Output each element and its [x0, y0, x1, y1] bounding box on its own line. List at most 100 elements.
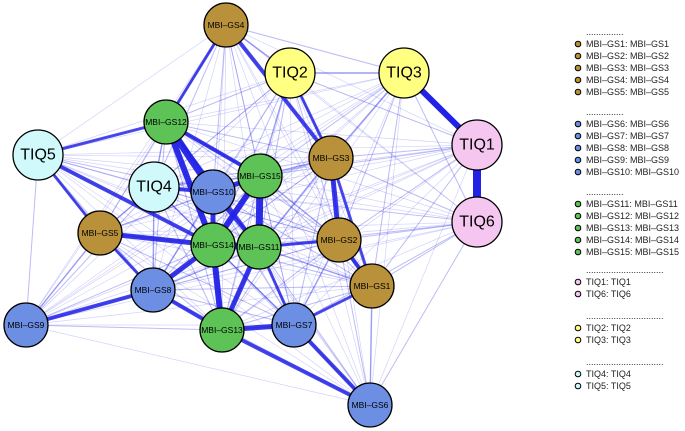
edge-MBI-GS6-MBI-GS10	[212, 191, 371, 406]
edge-MBI-GS5-MBI-GS7	[99, 232, 295, 326]
edge-MBI-GS6-TIQ5	[37, 154, 371, 406]
legend-dot	[574, 120, 582, 128]
node-circle	[128, 161, 180, 213]
node-circle	[347, 382, 393, 428]
legend: ...............MBI–GS1: MBI–GS1MBI–GS2: …	[574, 27, 679, 391]
node-label: MBI–GS6	[352, 400, 389, 410]
edge-MBI-GS10-TIQ5	[37, 154, 214, 193]
legend-dot	[574, 212, 582, 220]
node-label: TIQ4	[136, 179, 172, 196]
legend-item-label: MBI–GS5: MBI–GS5	[586, 87, 669, 97]
node-label: TIQ2	[272, 65, 308, 82]
legend-item-label: MBI–GS3: MBI–GS3	[586, 63, 669, 73]
node-label: MBI–GS2	[321, 235, 358, 245]
node-mbi-gs10: MBI–GS10	[190, 169, 236, 215]
node-label: MBI–GS4	[208, 20, 245, 30]
edge-MBI-GS9-MBI-GS10	[25, 191, 214, 326]
node-mbi-gs13: MBI–GS13	[199, 307, 245, 353]
node-mbi-gs7: MBI–GS7	[271, 302, 317, 348]
node-mbi-gs4: MBI–GS4	[203, 2, 249, 48]
edge-MBI-GS4-TIQ5	[37, 24, 227, 156]
edge-MBI-GS2-TIQ1	[338, 144, 478, 241]
legend-item-label: TIQ1: TIQ1	[586, 277, 631, 287]
edge-MBI-GS12-MBI-GS13	[165, 121, 223, 331]
legend-heading: ...............	[586, 187, 624, 197]
node-mbi-gs12: MBI–GS12	[143, 99, 189, 145]
legend-item-label: MBI–GS6: MBI–GS6	[586, 119, 669, 129]
legend-group: ...............MBI–GS1: MBI–GS1MBI–GS2: …	[574, 27, 669, 97]
legend-heading: ...............................	[586, 265, 664, 275]
edge-MBI-GS7-TIQ2	[289, 72, 295, 326]
legend-item-label: TIQ2: TIQ2	[586, 323, 631, 333]
node-label: TIQ5	[20, 147, 56, 164]
node-layer: MBI–GS1MBI–GS2MBI–GS3MBI–GS4MBI–GS5MBI–G…	[3, 2, 503, 428]
legend-dot	[574, 144, 582, 152]
legend-dot	[574, 64, 582, 72]
node-label: MBI–GS12	[145, 117, 187, 127]
node-label: MBI–GS1	[354, 281, 391, 291]
legend-item-label: TIQ6: TIQ6	[586, 289, 631, 299]
node-mbi-gs1: MBI–GS1	[349, 263, 395, 309]
legend-dot	[574, 236, 582, 244]
edge-MBI-GS1-MBI-GS15	[259, 175, 373, 287]
edge-MBI-GS2-MBI-GS13	[221, 239, 340, 331]
legend-item-label: MBI–GS15: MBI–GS15	[586, 247, 679, 257]
edge-MBI-GS4-MBI-GS6	[225, 24, 371, 406]
edge-MBI-GS1-MBI-GS5	[99, 232, 373, 287]
node-label: MBI–GS15	[239, 171, 281, 181]
node-mbi-gs6: MBI–GS6	[347, 382, 393, 428]
edge-MBI-GS13-TIQ4	[153, 186, 223, 331]
edge-MBI-GS1-MBI-GS9	[25, 285, 373, 326]
edge-MBI-GS13-TIQ6	[221, 221, 478, 331]
legend-item-label: MBI–GS9: MBI–GS9	[586, 155, 669, 165]
legend-item-label: MBI–GS2: MBI–GS2	[586, 51, 669, 61]
node-mbi-gs14: MBI–GS14	[190, 222, 236, 268]
edge-MBI-GS9-MBI-GS14	[25, 244, 214, 326]
node-label: TIQ3	[386, 65, 422, 82]
legend-dot	[574, 52, 582, 60]
legend-heading: ...............	[586, 107, 624, 117]
legend-item-label: MBI–GS8: MBI–GS8	[586, 143, 669, 153]
legend-item-label: MBI–GS12: MBI–GS12	[586, 211, 679, 221]
node-label: MBI–GS14	[192, 240, 234, 250]
edge-MBI-GS2-MBI-GS4	[225, 24, 340, 241]
node-tiq2: TIQ2	[264, 47, 316, 99]
node-circle	[264, 47, 316, 99]
legend-group: ............................... TIQ1: TIQ…	[574, 265, 664, 299]
edge-MBI-GS4-TIQ4	[153, 24, 227, 188]
edge-MBI-GS7-TIQ1	[293, 144, 478, 326]
edge-TIQ2-TIQ6	[289, 72, 478, 223]
legend-dot	[574, 224, 582, 232]
edge-MBI-GS3-TIQ6	[330, 157, 478, 223]
node-mbi-gs11: MBI–GS11	[236, 224, 282, 270]
node-label: MBI–GS8	[135, 285, 172, 295]
edge-MBI-GS1-TIQ1	[371, 144, 478, 287]
edge-MBI-GS1-MBI-GS8	[152, 285, 373, 291]
edge-MBI-GS7-TIQ3	[293, 72, 405, 326]
legend-group: ............... MBI–GS11: MBI–GS11MBI–GS1…	[574, 187, 679, 257]
legend-dot	[574, 156, 582, 164]
edge-MBI-GS3-MBI-GS14	[212, 157, 332, 246]
edge-MBI-GS9-TIQ5	[25, 154, 39, 326]
node-label: MBI–GS10	[192, 187, 234, 197]
node-circle	[190, 222, 236, 268]
legend-group: ...............................TIQ2: TIQ…	[574, 311, 664, 345]
edge-MBI-GS15-TIQ6	[259, 175, 478, 223]
legend-dot	[574, 278, 582, 286]
edge-MBI-GS4-TIQ3	[225, 24, 405, 74]
edge-MBI-GS12-TIQ1	[165, 121, 478, 146]
edge-MBI-GS13-TIQ3	[221, 72, 405, 331]
edge-MBI-GS2-MBI-GS6	[338, 239, 371, 406]
node-circle	[451, 119, 503, 171]
legend-heading: ...............................	[586, 357, 664, 367]
edge-MBI-GS9-TIQ4	[25, 186, 155, 326]
edge-MBI-GS5-TIQ2	[99, 72, 291, 234]
edge-strong-MBI-GS13-MBI-GS6	[220, 328, 372, 407]
edge-MBI-GS6-TIQ3	[369, 72, 405, 406]
edge-MBI-GS2-TIQ4	[153, 186, 340, 241]
node-mbi-gs8: MBI–GS8	[130, 267, 176, 313]
legend-dot	[574, 290, 582, 298]
legend-item-label: MBI–GS11: MBI–GS11	[586, 199, 678, 209]
legend-item-label: MBI–GS10: MBI–GS10	[586, 167, 679, 177]
edge-MBI-GS3-MBI-GS12	[165, 121, 332, 159]
